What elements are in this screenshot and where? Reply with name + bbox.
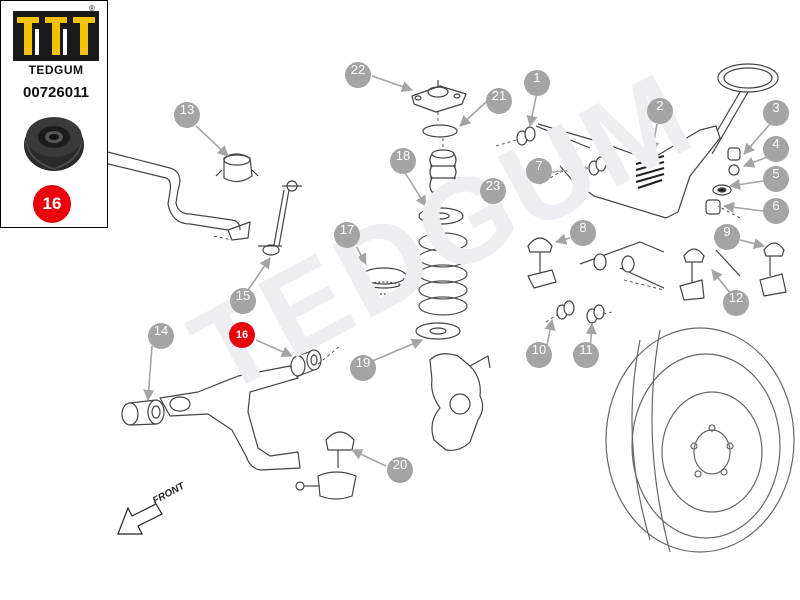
part-number: 00726011	[23, 84, 89, 101]
wheel	[605, 327, 795, 553]
lower-control-arm	[159, 365, 301, 471]
callout-15: 15	[230, 288, 256, 314]
callout-21: 21	[486, 88, 512, 114]
rear-bushings-3-6	[705, 147, 741, 215]
ball-joint-12	[679, 248, 741, 301]
info-panel: ® TEDGUM 00726011 16	[0, 0, 108, 228]
dust-boot	[429, 149, 457, 193]
callout-6: 6	[763, 198, 789, 224]
coil-spring	[418, 232, 468, 316]
strut-bearing	[361, 267, 407, 295]
callout-2: 2	[647, 98, 673, 124]
rear-spring-2	[635, 154, 665, 190]
stabilizer-bar	[99, 149, 251, 241]
ball-joint-8	[527, 237, 557, 289]
callout-20: 20	[387, 457, 413, 483]
rear-bushing-1	[516, 126, 536, 146]
bushing-product-image	[24, 117, 84, 171]
callout-9: 9	[714, 224, 740, 250]
upper-spring-seat	[418, 207, 464, 225]
callout-22: 22	[345, 62, 371, 88]
callout-13: 13	[174, 102, 200, 128]
ball-joint	[295, 431, 357, 500]
callout-11: 11	[573, 342, 599, 368]
callout-18: 18	[390, 148, 416, 174]
brand-logo	[13, 11, 99, 61]
callout-12: 12	[723, 290, 749, 316]
highlight-badge-diagram: 16	[229, 322, 255, 348]
registered-mark: ®	[89, 4, 95, 13]
stabilizer-link	[258, 180, 302, 256]
strut-top-mount	[411, 80, 467, 113]
control-arm-bushing	[121, 399, 165, 426]
callout-3: 3	[763, 100, 789, 126]
steering-knuckle	[429, 353, 491, 451]
ball-joint-9	[759, 242, 787, 297]
tie-rod	[579, 241, 665, 289]
brand-name: TEDGUM	[28, 63, 84, 77]
callout-4: 4	[763, 136, 789, 162]
ring-21	[422, 124, 458, 138]
callout-5: 5	[763, 166, 789, 192]
callout-14: 14	[148, 323, 174, 349]
callout-17: 17	[334, 222, 360, 248]
callout-23: 23	[480, 178, 506, 204]
rear-trailing-arm	[535, 123, 721, 219]
callout-19: 19	[350, 355, 376, 381]
callout-8: 8	[570, 220, 596, 246]
callout-1: 1	[524, 70, 550, 96]
bushing-16	[290, 349, 322, 377]
highlight-badge-panel: 16	[33, 185, 71, 223]
stabilizer-bushing	[215, 153, 259, 183]
callout-7: 7	[526, 158, 552, 184]
bushings-10-11	[556, 300, 605, 324]
callout-10: 10	[526, 342, 552, 368]
front-arrow	[117, 503, 163, 535]
lower-spring-seat	[415, 322, 461, 340]
